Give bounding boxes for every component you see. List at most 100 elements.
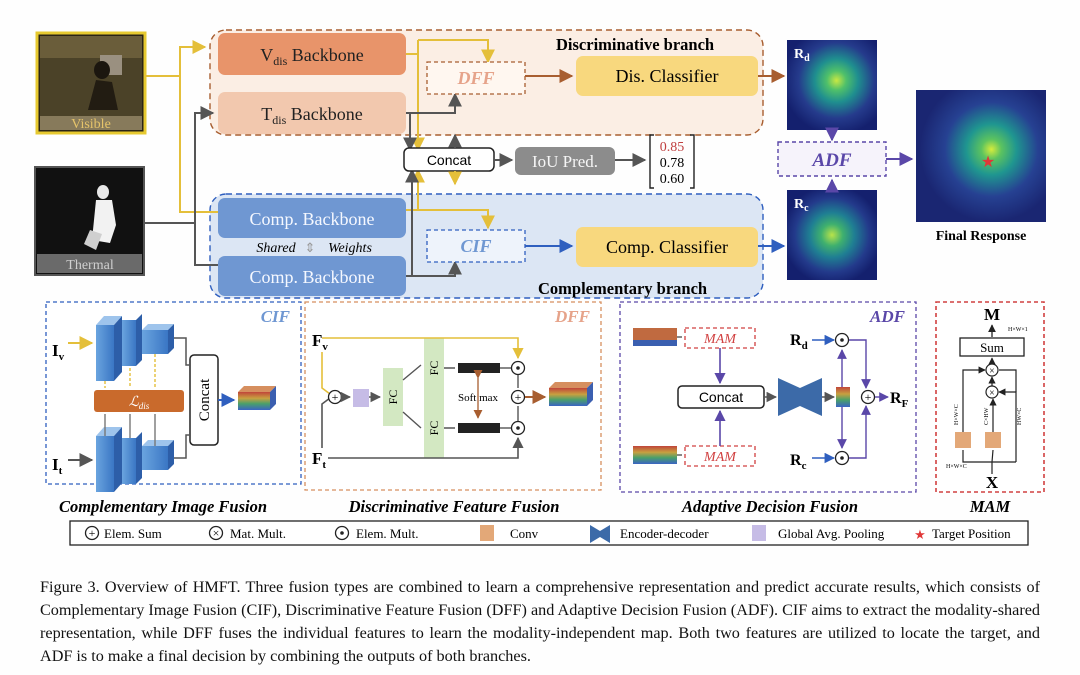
mat-mult-icon: ×: [989, 366, 995, 377]
elem-sum-icon: +: [515, 390, 522, 404]
svg-text:M: M: [984, 305, 1000, 324]
thermal-image: Thermal: [34, 166, 145, 276]
visible-image: Visible: [35, 31, 147, 135]
elem-sum-icon: +: [865, 390, 872, 404]
elem-sum-icon: +: [89, 526, 96, 540]
encoder-decoder-icon: [778, 378, 800, 416]
elem-sum-icon: +: [332, 390, 339, 404]
svg-text:ADF: ADF: [869, 307, 906, 326]
concat-block: Concat: [403, 147, 495, 172]
shared-arrow-icon: ⇕: [305, 240, 316, 255]
svg-text:FC: FC: [427, 421, 441, 436]
iou-score-2: 0.60: [660, 172, 685, 187]
svg-text:CIF: CIF: [460, 236, 491, 256]
shared-weights-label: Shared ⇕ Weights: [256, 240, 372, 256]
dis-classifier: Dis. Classifier: [576, 56, 758, 96]
elem-mult-icon: [516, 426, 520, 430]
elem-mult-icon: [340, 531, 344, 535]
svg-text:Comp. Backbone: Comp. Backbone: [250, 209, 375, 229]
legend-mat-mult: Mat. Mult.: [230, 526, 286, 541]
cif-panel: CIF Iv It ℒdis Concat: [45, 301, 302, 516]
response-map-rc: Rc: [787, 190, 877, 280]
svg-text:FC: FC: [386, 390, 400, 405]
mat-mult-icon: ×: [989, 388, 995, 399]
svg-text:Rc: Rc: [790, 452, 807, 472]
target-star-icon: ★: [981, 154, 995, 171]
adf-box: ADF: [777, 141, 887, 177]
dff-box: DFF: [426, 61, 526, 95]
svg-text:H×W×1: H×W×1: [1008, 327, 1028, 333]
svg-text:DFF: DFF: [456, 68, 494, 88]
svg-text:Weights: Weights: [328, 241, 372, 256]
svg-text:Rd: Rd: [794, 47, 810, 64]
svg-text:Soft max: Soft max: [458, 392, 499, 404]
final-response-map: ★: [916, 90, 1046, 222]
cif-box: CIF: [426, 229, 526, 263]
iou-score-0: 0.85: [660, 140, 685, 155]
hmft-overview-diagram: Visible Thermal Discriminative branch Co…: [34, 29, 1046, 546]
adf-panel: ADF MAM MAM Concat Rd Rc + RF Ada: [619, 301, 917, 516]
svg-text:Rc: Rc: [794, 197, 809, 214]
svg-text:H×W×C: H×W×C: [946, 464, 967, 470]
svg-text:It: It: [52, 455, 63, 477]
dff-panel-caption: Discriminative Feature Fusion: [348, 497, 560, 516]
svg-text:CIF: CIF: [261, 307, 291, 326]
response-map-rd: Rd: [787, 40, 877, 130]
complementary-branch-label: Complementary branch: [538, 279, 707, 298]
cif-panel-caption: Complementary Image Fusion: [59, 497, 267, 516]
legend-target-position: Target Position: [932, 526, 1011, 541]
svg-text:IoU Pred.: IoU Pred.: [532, 152, 598, 171]
svg-text:Ft: Ft: [312, 449, 326, 471]
svg-text:Concat: Concat: [699, 389, 743, 405]
thermal-image-label: Thermal: [66, 258, 114, 273]
svg-text:FC: FC: [427, 361, 441, 376]
svg-text:Shared: Shared: [256, 241, 296, 256]
legend: + Elem. Sum × Mat. Mult. Elem. Mult. Con…: [69, 520, 1029, 546]
svg-text:C×HW: C×HW: [984, 407, 990, 425]
svg-text:Dis. Classifier: Dis. Classifier: [616, 66, 719, 86]
visible-image-label: Visible: [71, 117, 111, 132]
iou-scores: 0.85 0.78 0.60: [649, 134, 695, 189]
conv-icon: [480, 525, 494, 541]
iou-pred-block: IoU Pred.: [515, 147, 615, 175]
final-response-label: Final Response: [936, 229, 1027, 244]
svg-text:Rd: Rd: [790, 332, 808, 352]
vdis-backbone: Vdis Backbone: [218, 33, 406, 75]
dff-panel: DFF Fv Ft + FC FC FC Soft max +: [304, 301, 602, 516]
legend-elem-sum: Elem. Sum: [104, 526, 162, 541]
svg-text:ℒdis: ℒdis: [129, 395, 150, 411]
discriminative-branch-label: Discriminative branch: [556, 35, 714, 54]
svg-text:Fv: Fv: [312, 331, 328, 353]
elem-mult-icon: [840, 456, 844, 460]
svg-text:Sum: Sum: [980, 340, 1004, 355]
adf-panel-caption: Adaptive Decision Fusion: [681, 497, 858, 516]
comp-classifier: Comp. Classifier: [576, 227, 758, 267]
comp-backbone-visible: Comp. Backbone: [218, 198, 406, 238]
mam-panel: M H×W×1 Sum × × H×W×C C×HW HW×C H×W×C X …: [935, 301, 1045, 516]
figure-caption: Figure 3. Overview of HMFT. Three fusion…: [40, 578, 1040, 665]
svg-text:Vdis Backbone: Vdis Backbone: [260, 45, 364, 68]
svg-text:HW×C: HW×C: [1017, 408, 1023, 425]
tdis-backbone: Tdis Backbone: [218, 92, 406, 134]
svg-text:MAM: MAM: [703, 332, 737, 347]
svg-text:ADF: ADF: [811, 150, 851, 171]
comp-backbone-thermal: Comp. Backbone: [218, 256, 406, 296]
legend-encoder-decoder: Encoder-decoder: [620, 526, 709, 541]
svg-text:H×W×C: H×W×C: [954, 404, 960, 425]
iou-score-1: 0.78: [660, 156, 685, 171]
mam-panel-caption: MAM: [969, 497, 1012, 516]
svg-text:Concat: Concat: [197, 378, 213, 421]
svg-text:Comp. Classifier: Comp. Classifier: [606, 237, 728, 257]
encoder-decoder-icon: [590, 525, 600, 543]
svg-text:RF: RF: [890, 390, 909, 410]
legend-elem-mult: Elem. Mult.: [356, 526, 418, 541]
gap-icon: [752, 525, 766, 541]
svg-text:Tdis Backbone: Tdis Backbone: [261, 104, 363, 127]
legend-conv: Conv: [510, 526, 539, 541]
legend-gap: Global Avg. Pooling: [778, 526, 885, 541]
elem-mult-icon: [840, 338, 844, 342]
svg-text:MAM: MAM: [703, 450, 737, 465]
svg-text:X: X: [986, 473, 999, 492]
svg-text:Iv: Iv: [52, 341, 65, 363]
svg-text:Comp. Backbone: Comp. Backbone: [250, 267, 375, 287]
